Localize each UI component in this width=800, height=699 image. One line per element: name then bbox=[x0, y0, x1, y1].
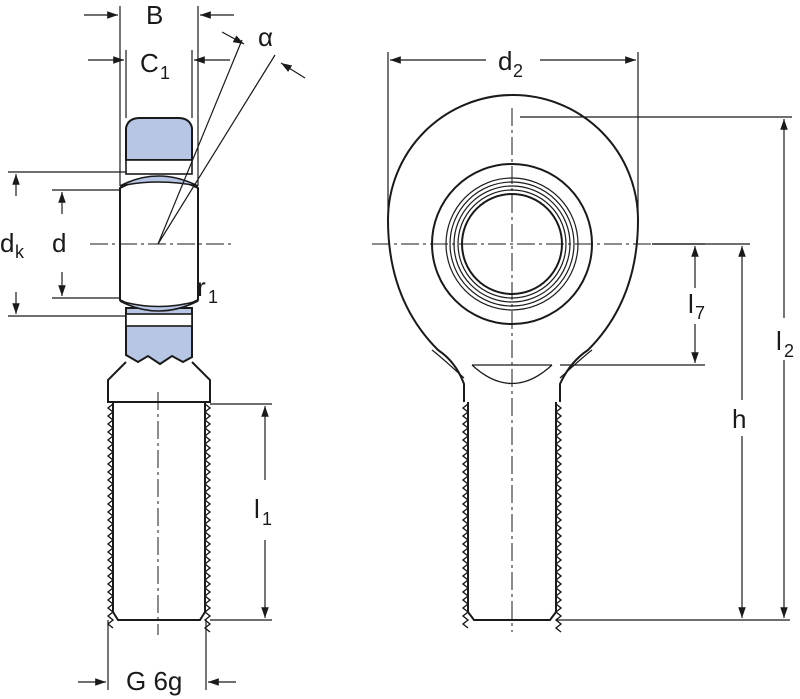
label-l2-sub: 2 bbox=[784, 341, 794, 361]
ring-groove-top bbox=[125, 159, 193, 175]
housing-neck bbox=[107, 361, 211, 403]
outer-ring-top bbox=[125, 117, 193, 161]
label-c1-sub: 1 bbox=[160, 63, 170, 83]
front-view: d 2 l 7 h l 2 bbox=[372, 46, 794, 633]
label-d2: d bbox=[498, 46, 512, 76]
label-d2-sub: 2 bbox=[513, 61, 523, 81]
label-b: B bbox=[146, 0, 163, 30]
housing-outline bbox=[386, 94, 640, 402]
label-l2: l bbox=[776, 326, 782, 356]
label-l7: l bbox=[688, 289, 694, 319]
label-h: h bbox=[732, 404, 746, 434]
label-thread: G 6g bbox=[126, 666, 182, 696]
label-r1-sub: 1 bbox=[208, 287, 218, 307]
label-l1: l bbox=[254, 494, 260, 524]
threaded-shank bbox=[106, 402, 212, 633]
label-dk-sub: k bbox=[15, 242, 25, 262]
label-l1-sub: 1 bbox=[262, 509, 272, 529]
sphere-cap-bottom bbox=[119, 300, 199, 312]
label-c1: C bbox=[140, 48, 159, 78]
label-l7-sub: 7 bbox=[695, 303, 705, 323]
ring-groove-bottom bbox=[125, 313, 193, 327]
side-view: B C 1 α d k d r 1 l 1 G 6g bbox=[0, 0, 306, 696]
label-r1: r bbox=[197, 272, 206, 302]
label-dk: d bbox=[0, 228, 14, 258]
label-d: d bbox=[52, 228, 66, 258]
label-alpha: α bbox=[258, 22, 273, 52]
front-threaded-shank bbox=[461, 402, 563, 633]
